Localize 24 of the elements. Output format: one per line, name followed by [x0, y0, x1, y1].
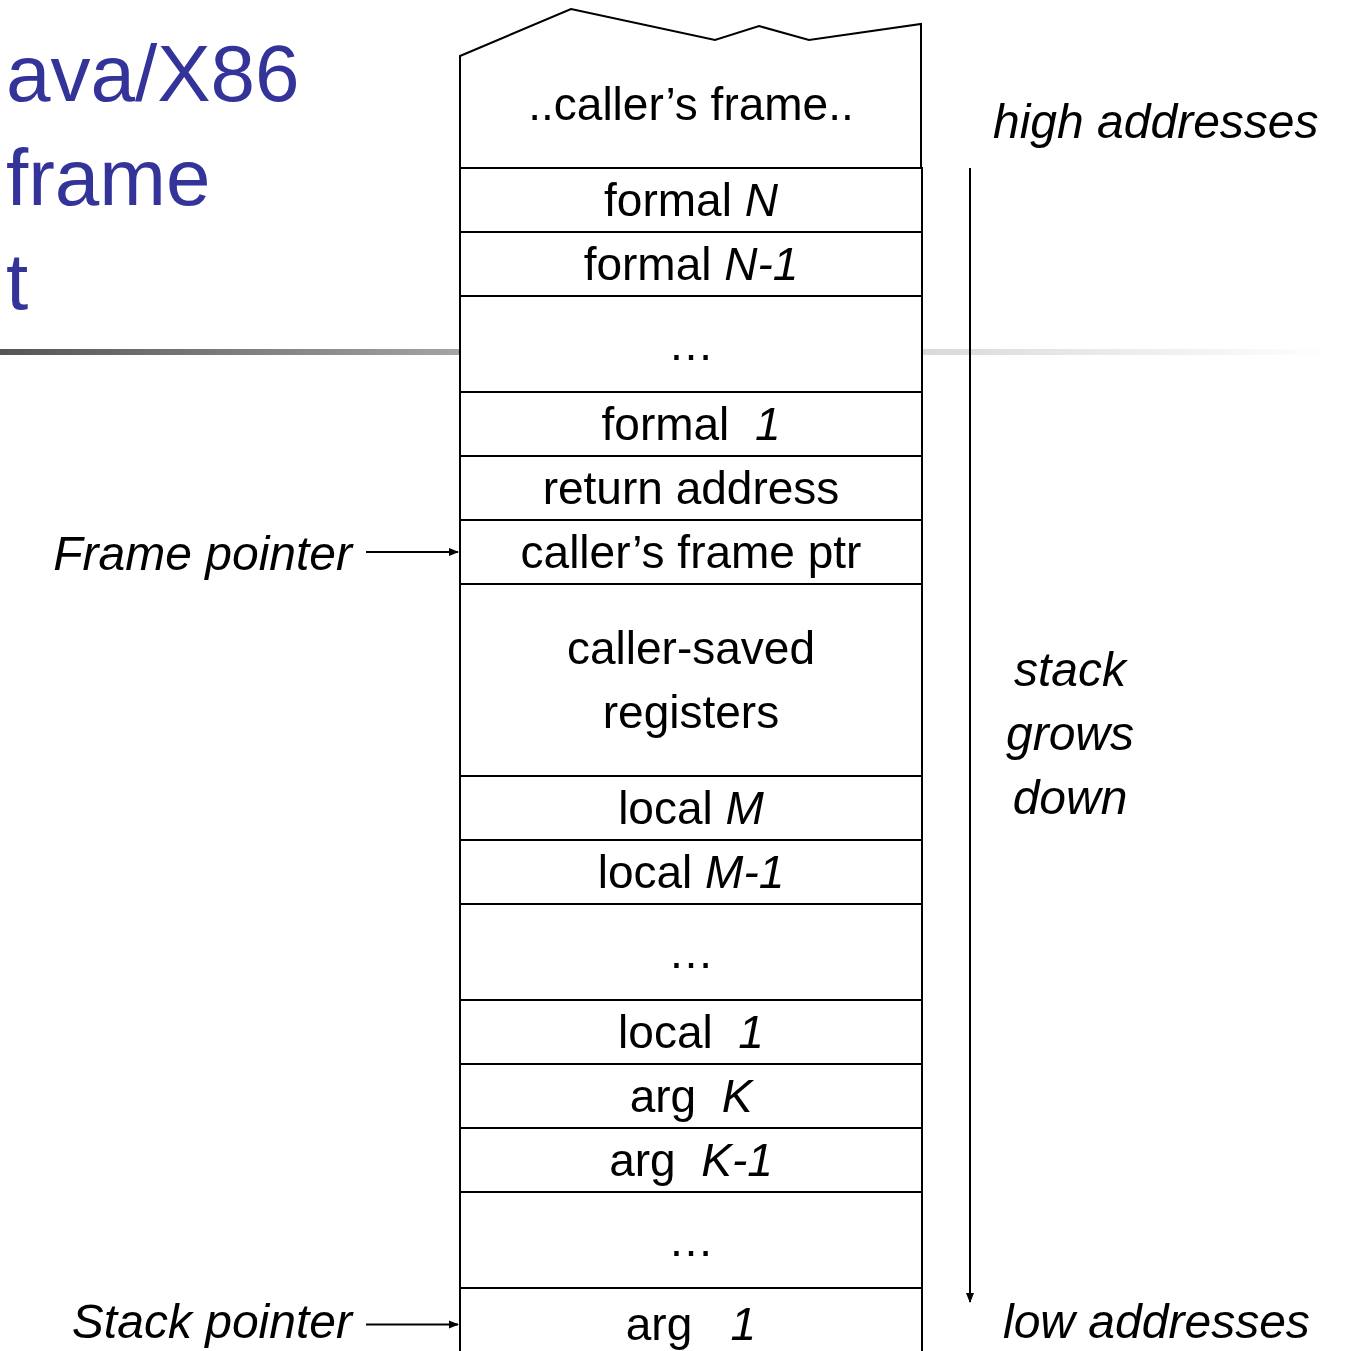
slide-title: ava/X86 frame t: [6, 28, 300, 328]
stack-slot: arg K-1: [459, 1127, 923, 1193]
stack-slot: formal N-1: [459, 231, 923, 297]
stack-slot: …: [459, 903, 923, 1001]
stack-slot: return address: [459, 455, 923, 521]
stack-slot: local 1: [459, 999, 923, 1065]
stack-slot: …: [459, 295, 923, 393]
annotation-text: stack grows down: [1004, 642, 1135, 826]
stack-slot: arg K: [459, 1063, 923, 1129]
stack-slot: …: [459, 1191, 923, 1289]
stack-slot: local M-1: [459, 839, 923, 905]
stack-slot: formal 1: [459, 391, 923, 457]
stack-slot: caller’s frame ptr: [459, 519, 923, 585]
pointer-label: Frame pointer: [53, 526, 352, 581]
annotation-text: high addresses: [993, 94, 1319, 149]
stack-frame-top: ..caller’s frame..: [459, 8, 923, 169]
pointer-label: Stack pointer: [71, 1294, 352, 1349]
arrow: [365, 1320, 459, 1329]
arrow: [365, 548, 459, 556]
stack-slot: formal N: [459, 167, 923, 233]
stack-slot: local M: [459, 775, 923, 841]
stack-slot: arg 1: [459, 1287, 923, 1351]
stack-slot: caller-saved registers: [459, 583, 923, 777]
annotation-text: low addresses: [1003, 1294, 1310, 1349]
